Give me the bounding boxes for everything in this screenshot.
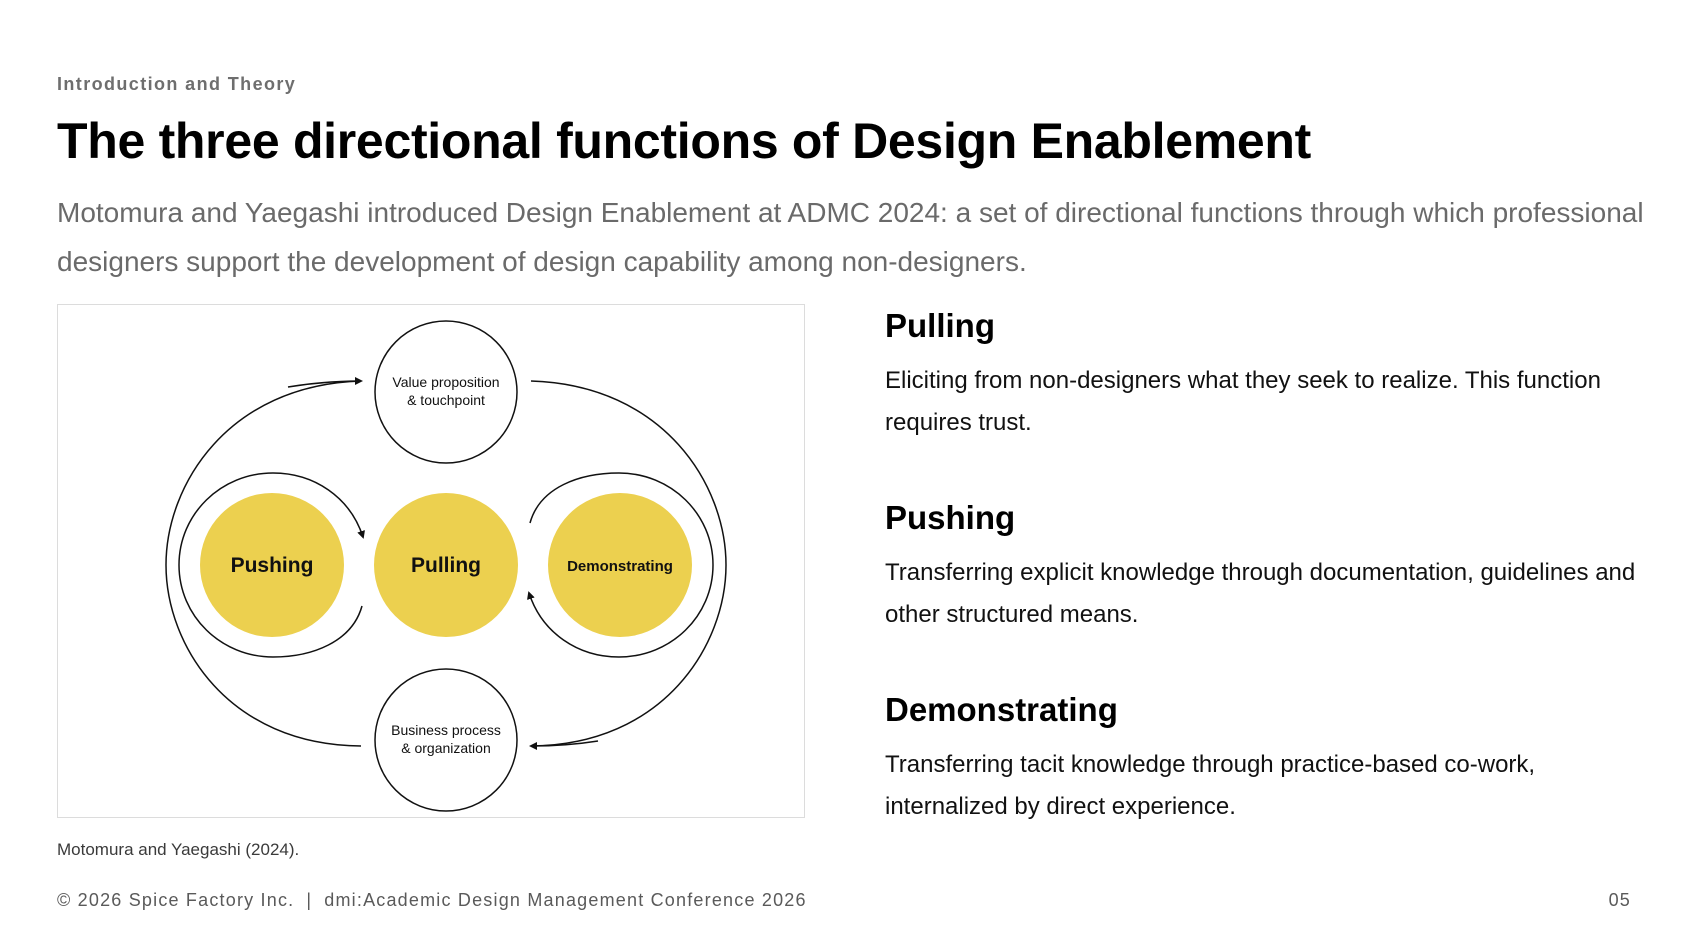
value-proposition-label-2: & touchpoint: [407, 392, 485, 408]
demonstrating-node: [548, 493, 692, 637]
page-title: The three directional functions of Desig…: [57, 113, 1312, 169]
function-heading: Pulling: [885, 307, 995, 344]
inner-arc-left: [178, 472, 365, 658]
function-item-pushing: Pushing Transferring explicit knowledge …: [885, 496, 1645, 636]
outer-arc-right: [530, 380, 727, 747]
figure-caption: Motomura and Yaegashi (2024).: [57, 840, 300, 859]
value-proposition-label-1: Value proposition: [392, 374, 499, 390]
value-proposition-node: [374, 320, 518, 464]
function-item-pulling: Pulling Eliciting from non-designers wha…: [885, 304, 1645, 444]
pulling-node: [374, 493, 518, 637]
design-enablement-diagram: Value proposition & touchpoint Business …: [57, 304, 805, 818]
business-process-label-1: Business process: [391, 722, 501, 738]
page-number: 05: [1608, 890, 1631, 910]
pulling-label: Pulling: [411, 554, 481, 577]
function-body: Transferring explicit knowledge through …: [885, 559, 1636, 628]
function-body: Eliciting from non-designers what they s…: [885, 367, 1601, 436]
footer-copyright: © 2026 Spice Factory Inc.: [57, 890, 295, 910]
page-subtitle: Motomura and Yaegashi introduced Design …: [57, 197, 1644, 277]
business-process-node: [374, 668, 518, 812]
diagram-svg: Value proposition & touchpoint Business …: [165, 320, 727, 812]
pushing-label: Pushing: [231, 554, 314, 577]
business-process-label-2: & organization: [401, 740, 491, 756]
function-heading: Demonstrating: [885, 691, 1118, 728]
section-eyebrow: Introduction and Theory: [57, 74, 297, 94]
footer-separator: |: [306, 890, 313, 910]
outer-arc-left: [165, 380, 362, 747]
demonstrating-label: Demonstrating: [567, 558, 673, 575]
outer-arc-right-head: [529, 740, 599, 750]
outer-arc-left-head: [287, 377, 363, 388]
function-body: Transferring tacit knowledge through pra…: [885, 751, 1536, 820]
function-heading: Pushing: [885, 499, 1016, 536]
footer: © 2026 Spice Factory Inc. | dmi:Academic D…: [57, 890, 807, 911]
footer-conference: dmi:Academic Design Management Conferenc…: [324, 890, 807, 910]
pushing-node: [200, 493, 344, 637]
function-item-demonstrating: Demonstrating Transferring tacit knowled…: [885, 688, 1645, 828]
inner-arc-right: [527, 472, 714, 658]
